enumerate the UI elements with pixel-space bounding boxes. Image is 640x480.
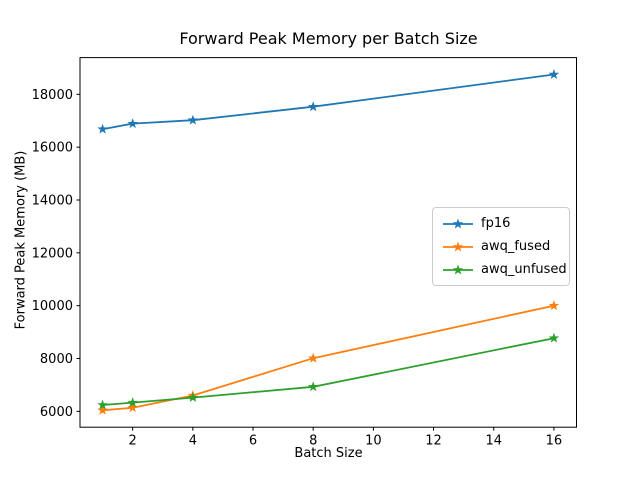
y-tick-label: 14000	[32, 193, 73, 208]
marker-star-awq_unfused	[127, 397, 138, 408]
line-marker-icon	[443, 218, 473, 228]
x-tick-label: 4	[189, 434, 197, 449]
y-tick-label: 6000	[40, 405, 73, 420]
marker-star-awq_unfused	[548, 332, 560, 343]
legend-item-awq-unfused: awq_unfused	[442, 258, 567, 281]
marker-star-fp16	[97, 123, 108, 134]
y-tick-label: 12000	[32, 246, 73, 261]
marker-star-awq_fused	[307, 352, 319, 363]
series-line-awq_unfused	[101, 337, 555, 406]
marker-star-fp16	[127, 118, 138, 129]
y-tick-label: 16000	[32, 141, 73, 156]
marker-star-awq_unfused	[307, 381, 319, 392]
marker-star-fp16	[307, 101, 319, 112]
y-tick-label: 10000	[32, 299, 73, 314]
x-tick-label: 10	[365, 434, 382, 449]
marker-star-awq_unfused	[97, 399, 108, 410]
y-axis-label: Forward Peak Memory (MB)	[13, 150, 29, 330]
legend-label: awq_fused	[481, 239, 551, 254]
marker-star-awq_unfused	[187, 392, 199, 403]
legend-item-fp16: fp16	[442, 212, 561, 235]
x-tick-label: 16	[546, 434, 563, 449]
x-tick-label: 14	[485, 434, 502, 449]
marker-star-fp16	[187, 114, 199, 125]
x-tick-label: 12	[425, 434, 442, 449]
legend-star-marker	[452, 264, 464, 274]
marker-star-awq_fused	[548, 300, 560, 311]
legend-star-marker	[452, 241, 464, 251]
series-line-awq_fused	[101, 304, 555, 412]
legend-label: awq_unfused	[481, 262, 567, 277]
y-tick-label: 8000	[40, 352, 73, 367]
chart-title: Forward Peak Memory per Batch Size	[179, 29, 478, 48]
x-tick-label: 6	[249, 434, 257, 449]
marker-star-awq_fused	[97, 404, 108, 415]
x-axis-label: Batch Size	[294, 446, 363, 461]
legend-label: fp16	[481, 216, 511, 231]
series-line-fp16	[101, 73, 555, 131]
line-marker-icon	[443, 264, 473, 274]
axes-spines	[79, 57, 577, 428]
marker-star-fp16	[548, 69, 560, 79]
x-tick-label: 8	[309, 434, 317, 449]
marker-star-awq_fused	[127, 402, 138, 413]
legend-item-awq-fused: awq_fused	[442, 235, 561, 258]
x-tick-label: 2	[129, 434, 137, 449]
legend-star-marker	[452, 218, 464, 228]
y-tick-label: 18000	[32, 88, 73, 103]
legend: fp16 awq_fused awq_unfused	[432, 207, 570, 286]
line-marker-icon	[443, 241, 473, 251]
